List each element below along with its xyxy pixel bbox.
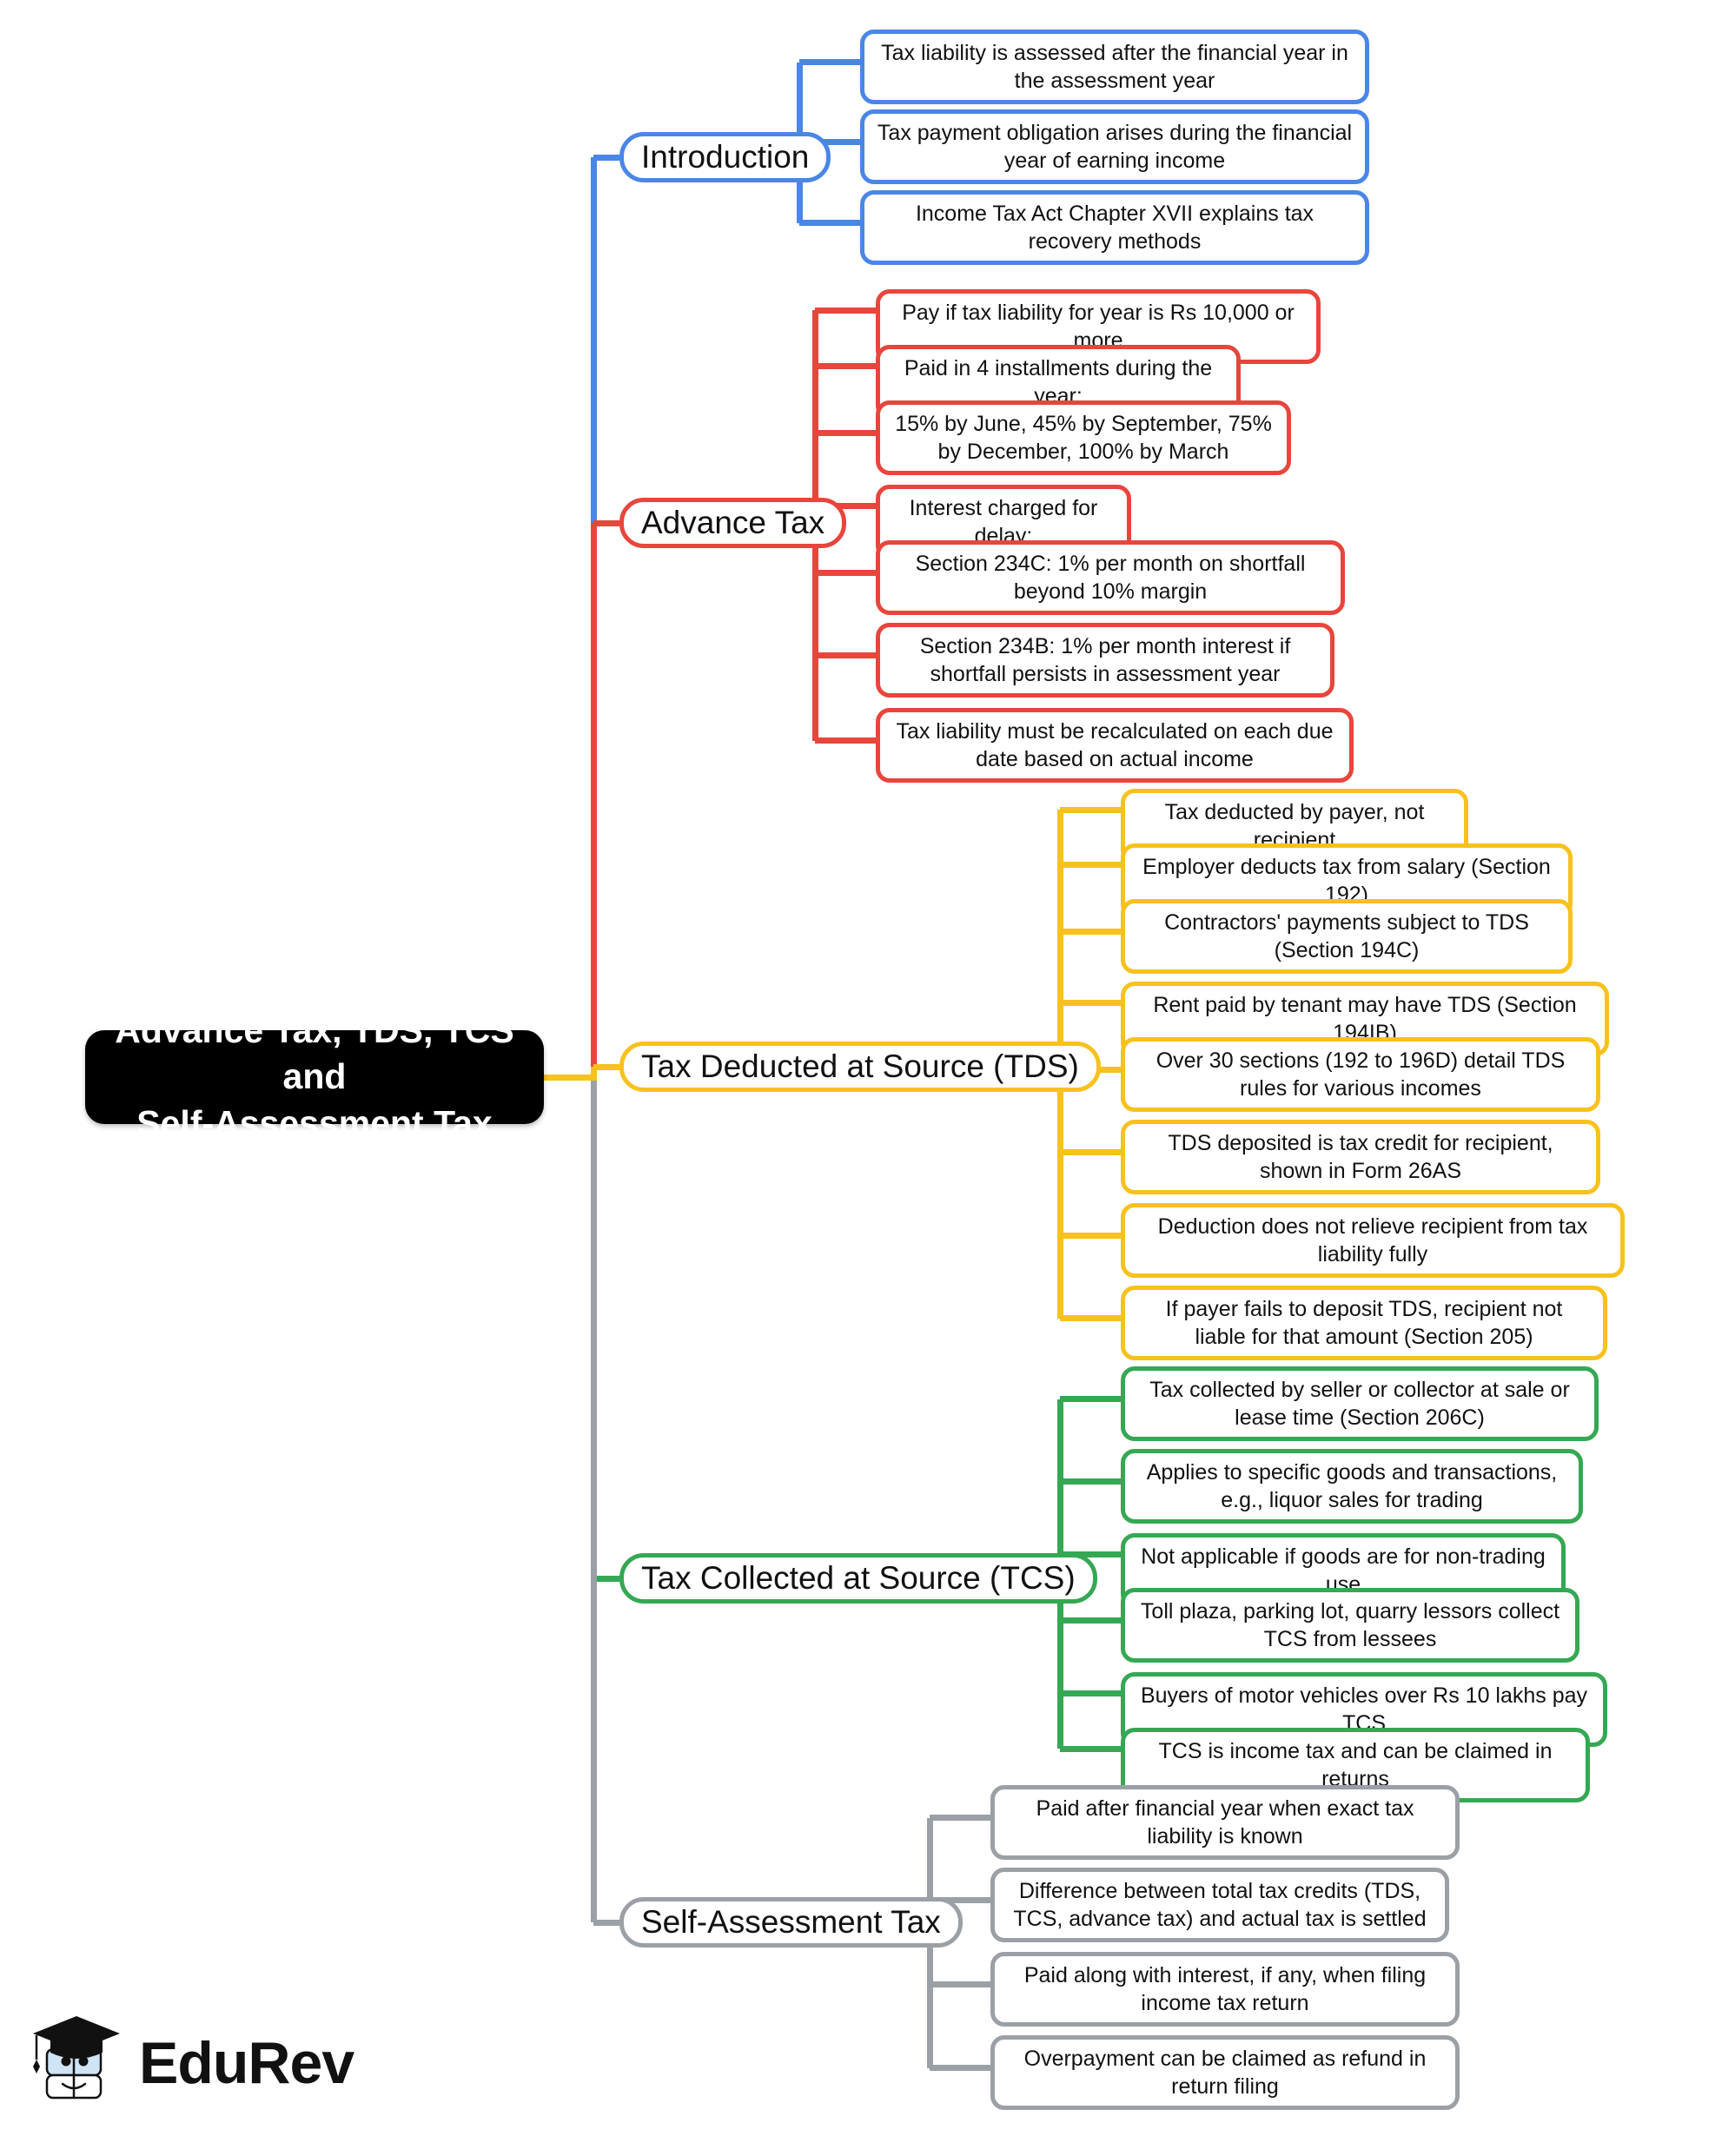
leaf-node-tds-7[interactable]: If payer fails to deposit TDS, recipient… <box>1121 1286 1607 1360</box>
leaf-node-tcs-0[interactable]: Tax collected by seller or collector at … <box>1121 1366 1599 1441</box>
leaf-node-label: Section 234C: 1% per month on shortfall … <box>915 552 1306 604</box>
leaf-node-label: Paid along with interest, if any, when f… <box>1023 1963 1427 2015</box>
leaf-node-tcs-1[interactable]: Applies to specific goods and transactio… <box>1121 1449 1583 1524</box>
leaf-connector-tds-3 <box>1060 999 1121 1006</box>
leaf-node-tds-4[interactable]: Over 30 sections (192 to 196D) detail TD… <box>1121 1037 1600 1112</box>
leaf-connector-self-assessment-tax-2 <box>930 1981 990 1987</box>
leaf-node-label: Over 30 sections (192 to 196D) detail TD… <box>1156 1048 1566 1101</box>
leaf-connector-tds-1 <box>1060 861 1121 868</box>
leaf-connector-tds-2 <box>1060 929 1121 935</box>
leaf-node-tds-6[interactable]: Deduction does not relieve recipient fro… <box>1121 1203 1625 1278</box>
branch-node-advance-tax[interactable]: Advance Tax <box>619 498 847 548</box>
branch-node-tds[interactable]: Tax Deducted at Source (TDS) <box>619 1042 1101 1092</box>
leaf-node-label: Deduction does not relieve recipient fro… <box>1157 1214 1588 1266</box>
leaf-node-label: Overpayment can be claimed as refund in … <box>1023 2047 1427 2099</box>
leaf-connector-advance-tax-4 <box>815 570 876 576</box>
leaf-connector-advance-tax-0 <box>815 307 876 314</box>
leaf-connector-advance-tax-1 <box>815 362 876 369</box>
leaf-node-label: TCS is income tax and can be claimed in … <box>1158 1739 1553 1791</box>
leaf-node-self-assessment-tax-3[interactable]: Overpayment can be claimed as refund in … <box>990 2035 1460 2110</box>
edurev-wordmark: EduRev <box>139 2030 354 2096</box>
leaf-node-label: Contractors' payments subject to TDS (Se… <box>1164 910 1529 962</box>
leaf-node-label: Paid in 4 installments during the year: <box>904 356 1213 408</box>
leaf-connector-introduction-1 <box>799 139 860 145</box>
leaf-node-label: Section 234B: 1% per month interest if s… <box>919 634 1291 686</box>
root-stub <box>544 1074 597 1081</box>
leaf-node-tcs-3[interactable]: Toll plaza, parking lot, quarry lessors … <box>1121 1588 1579 1663</box>
trunk-segment-tds <box>590 1067 597 1077</box>
leaf-node-label: Buyers of motor vehicles over Rs 10 lakh… <box>1140 1683 1588 1736</box>
leaf-node-label: Applies to specific goods and transactio… <box>1146 1460 1558 1512</box>
leaf-node-label: Tax collected by seller or collector at … <box>1149 1378 1570 1430</box>
leaf-connector-self-assessment-tax-1 <box>930 1897 990 1903</box>
leaf-node-label: Not applicable if goods are for non-trad… <box>1141 1544 1546 1597</box>
branch-stub-tds <box>593 1063 619 1070</box>
leaf-connector-advance-tax-6 <box>815 737 876 744</box>
leaf-connector-advance-tax-3 <box>815 502 876 509</box>
leaf-node-advance-tax-5[interactable]: Section 234B: 1% per month interest if s… <box>876 623 1334 698</box>
branch-node-label: Advance Tax <box>641 504 825 540</box>
branch-stub-tcs <box>593 1575 619 1582</box>
leaf-node-self-assessment-tax-1[interactable]: Difference between total tax credits (TD… <box>990 1868 1449 1942</box>
edurev-logo: EduRev <box>28 1998 375 2128</box>
leaf-connector-tcs-3 <box>1060 1617 1121 1624</box>
trunk-segment-self-assessment-tax <box>590 1077 597 1922</box>
leaf-node-label: Tax deducted by payer, not recipient <box>1164 800 1425 852</box>
leaf-connector-tcs-2 <box>1060 1551 1121 1557</box>
leaf-node-tds-5[interactable]: TDS deposited is tax credit for recipien… <box>1121 1120 1600 1194</box>
leaf-node-advance-tax-6[interactable]: Tax liability must be recalculated on ea… <box>876 708 1354 783</box>
leaf-node-advance-tax-2[interactable]: 15% by June, 45% by September, 75% by De… <box>876 400 1291 475</box>
leaf-node-label: Tax payment obligation arises during the… <box>877 121 1353 173</box>
leaf-node-label: Income Tax Act Chapter XVII explains tax… <box>915 202 1314 254</box>
leaf-node-advance-tax-4[interactable]: Section 234C: 1% per month on shortfall … <box>876 540 1345 615</box>
branch-node-introduction[interactable]: Introduction <box>619 132 831 182</box>
leaf-node-label: Tax liability must be recalculated on ea… <box>896 719 1334 771</box>
branch-node-label: Self-Assessment Tax <box>641 1903 941 1940</box>
leaf-node-introduction-1[interactable]: Tax payment obligation arises during the… <box>860 109 1369 184</box>
branch-stub-introduction <box>593 154 619 161</box>
graduation-cap-book-icon <box>28 2011 125 2115</box>
leaf-connector-tcs-1 <box>1060 1478 1121 1485</box>
leaf-node-introduction-2[interactable]: Income Tax Act Chapter XVII explains tax… <box>860 190 1369 265</box>
branch-stub-self-assessment-tax <box>593 1919 619 1926</box>
leaf-connector-introduction-0 <box>799 59 860 65</box>
leaf-connector-tds-7 <box>1060 1315 1121 1321</box>
leaf-node-introduction-0[interactable]: Tax liability is assessed after the fina… <box>860 30 1369 104</box>
leaf-connector-self-assessment-tax-3 <box>930 2065 990 2071</box>
leaf-node-label: Tax liability is assessed after the fina… <box>881 41 1348 93</box>
leaf-node-label: 15% by June, 45% by September, 75% by De… <box>895 412 1272 464</box>
leaf-node-tds-2[interactable]: Contractors' payments subject to TDS (Se… <box>1121 899 1573 974</box>
leaf-connector-advance-tax-2 <box>815 430 876 436</box>
leaf-connector-tcs-0 <box>1060 1396 1121 1402</box>
branch-stub-advance-tax <box>593 519 619 526</box>
leaf-node-self-assessment-tax-2[interactable]: Paid along with interest, if any, when f… <box>990 1952 1460 2027</box>
leaf-connector-advance-tax-5 <box>815 652 876 658</box>
branch-node-self-assessment-tax[interactable]: Self-Assessment Tax <box>619 1897 963 1948</box>
leaf-node-label: TDS deposited is tax credit for recipien… <box>1168 1131 1553 1183</box>
leaf-node-label: Rent paid by tenant may have TDS (Sectio… <box>1153 993 1577 1045</box>
branch-node-tcs[interactable]: Tax Collected at Source (TCS) <box>619 1553 1097 1604</box>
leaf-connector-tds-5 <box>1060 1149 1121 1155</box>
leaf-connector-tcs-4 <box>1060 1690 1121 1696</box>
leaf-node-label: Toll plaza, parking lot, quarry lessors … <box>1140 1599 1560 1651</box>
leaf-node-label: Difference between total tax credits (TD… <box>1013 1879 1427 1931</box>
leaf-node-self-assessment-tax-0[interactable]: Paid after financial year when exact tax… <box>990 1785 1460 1860</box>
leaf-node-label: Employer deducts tax from salary (Sectio… <box>1142 855 1551 907</box>
branch-node-label: Tax Collected at Source (TCS) <box>641 1559 1076 1596</box>
leaf-connector-tcs-5 <box>1060 1745 1121 1752</box>
leaf-node-label: If payer fails to deposit TDS, recipient… <box>1165 1297 1563 1349</box>
trunk-segment-advance-tax <box>590 523 597 1077</box>
leaf-connector-introduction-2 <box>799 220 860 226</box>
leaf-node-label: Paid after financial year when exact tax… <box>1036 1796 1414 1848</box>
leaf-connector-self-assessment-tax-0 <box>930 1815 990 1821</box>
branch-node-label: Tax Deducted at Source (TDS) <box>641 1048 1079 1084</box>
branch-node-label: Introduction <box>641 138 810 175</box>
leaf-connector-tds-6 <box>1060 1233 1121 1239</box>
leaf-connector-tds-0 <box>1060 806 1121 813</box>
